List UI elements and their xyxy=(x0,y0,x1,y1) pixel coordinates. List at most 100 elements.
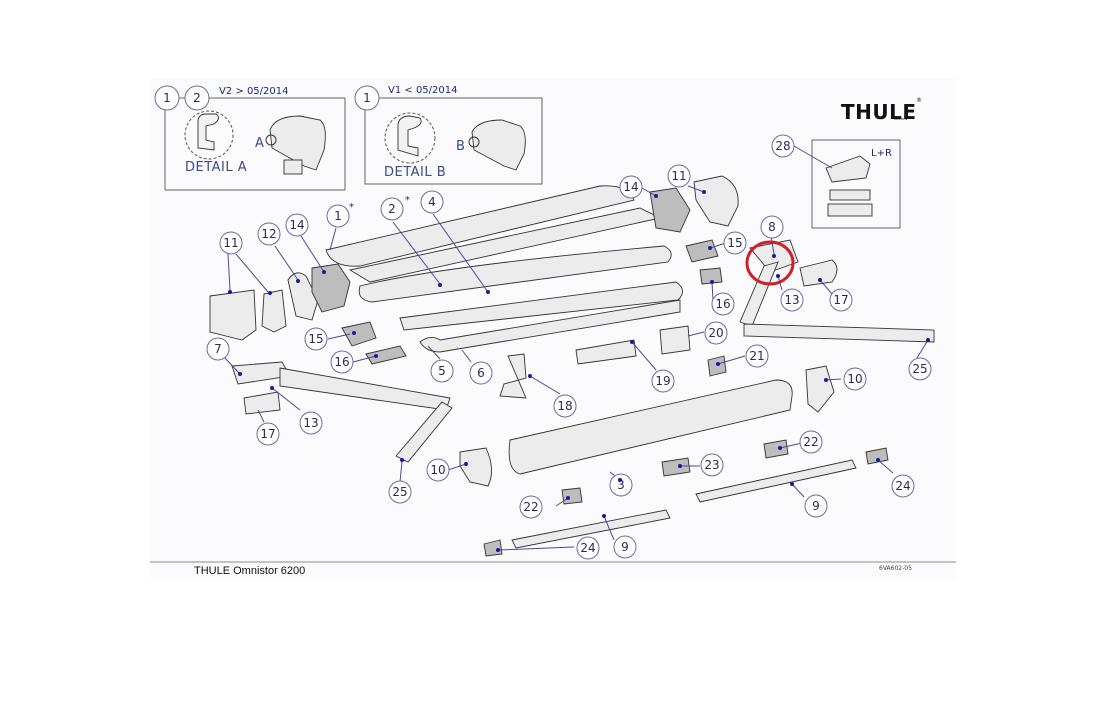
svg-text:3: 3 xyxy=(617,478,625,492)
part-10-endcap-right xyxy=(805,365,835,413)
svg-text:14: 14 xyxy=(289,218,304,232)
callout-19: 19 xyxy=(651,369,675,393)
part-1-profile xyxy=(325,185,635,267)
callout-4: 4 xyxy=(420,190,444,214)
svg-text:17: 17 xyxy=(833,293,848,307)
callout-6: 6 xyxy=(469,361,493,385)
leader-lines xyxy=(224,145,929,551)
callout-11-right: 11 xyxy=(667,164,691,188)
part-left-upper-arm xyxy=(279,367,451,411)
svg-text:13: 13 xyxy=(303,416,318,430)
part-right-upper-arm xyxy=(739,261,779,327)
part-19-rail xyxy=(575,339,637,365)
part-23-clip xyxy=(661,457,691,477)
callout-24-left: 24 xyxy=(576,536,600,560)
part-17-cover-right xyxy=(799,259,838,287)
callout-11-left: 11 xyxy=(219,231,243,255)
asterisk-1: * xyxy=(349,202,354,213)
kit-28-block-2 xyxy=(827,203,873,217)
part-24-clip-right xyxy=(865,447,889,465)
detail-a-endcap-drawing xyxy=(269,115,326,171)
callout-17-right: 17 xyxy=(829,288,853,312)
callout-18: 18 xyxy=(553,394,577,418)
highlight-ring xyxy=(745,240,795,286)
part-20-block xyxy=(659,325,691,355)
part-14-mechanism-left xyxy=(311,263,351,313)
callout-28: 28 xyxy=(771,134,795,158)
detail-b-label: DETAIL B xyxy=(384,165,446,180)
footer-title: THULE Omnistor 6200 xyxy=(194,565,306,577)
svg-text:28: 28 xyxy=(775,139,790,153)
footer-code: 6VA602-05 xyxy=(879,565,912,572)
svg-text:9: 9 xyxy=(621,540,629,554)
svg-text:10: 10 xyxy=(430,463,445,477)
part-6-roller-tube xyxy=(419,299,681,353)
callout-2: 2 xyxy=(380,197,404,221)
svg-text:11: 11 xyxy=(223,236,238,250)
detail-a-label: DETAIL A xyxy=(185,160,247,175)
callout-labels: 1 2 4 * * 11 12 14 15 16 7 13 17 5 6 18 … xyxy=(206,134,932,560)
part-22-clip-left xyxy=(561,487,583,505)
svg-text:13: 13 xyxy=(784,293,799,307)
part-11-endcap-right xyxy=(693,175,739,227)
kit-28-panel: L+R xyxy=(811,139,901,229)
callout-8: 8 xyxy=(760,215,784,239)
kit-28-block-1 xyxy=(829,189,871,201)
svg-text:21: 21 xyxy=(749,349,764,363)
callout-13-left: 13 xyxy=(299,411,323,435)
callout-17-left: 17 xyxy=(256,422,280,446)
callout-15-right: 15 xyxy=(723,231,747,255)
svg-text:15: 15 xyxy=(727,236,742,250)
callout-21: 21 xyxy=(745,344,769,368)
part-4-fabric xyxy=(358,245,672,303)
svg-text:24: 24 xyxy=(895,479,910,493)
callout-24-right: 24 xyxy=(891,474,915,498)
detail-a-version: V2 > 05/2014 xyxy=(219,86,288,97)
callout-22-right: 22 xyxy=(799,430,823,454)
callout-16-right: 16 xyxy=(711,292,735,316)
detail-b-marker-ring xyxy=(468,136,480,148)
callout-3: 3 xyxy=(609,473,633,497)
callout-15-left: 15 xyxy=(304,327,328,351)
callout-13-right: 13 xyxy=(780,288,804,312)
svg-text:25: 25 xyxy=(912,362,927,376)
part-24-clip-left xyxy=(483,539,503,557)
svg-text:1: 1 xyxy=(363,91,371,105)
svg-text:18: 18 xyxy=(557,399,572,413)
part-10-endcap-left xyxy=(459,447,492,487)
svg-text:6: 6 xyxy=(477,366,485,380)
detail-a-profile-drawing xyxy=(197,113,219,151)
svg-text:10: 10 xyxy=(847,372,862,386)
callout-5: 5 xyxy=(430,359,454,383)
part-18-bracket xyxy=(499,353,527,399)
part-17-cover-left xyxy=(243,391,281,415)
part-9-rail-left xyxy=(511,509,671,549)
part-11-endcap-left-b xyxy=(261,289,287,333)
part-21-clip xyxy=(707,355,727,377)
svg-text:20: 20 xyxy=(708,326,723,340)
thule-logo: THULE xyxy=(841,100,917,124)
detail-a-block-drawing xyxy=(283,159,303,175)
callout-1: 1 xyxy=(326,204,350,228)
callout-12: 12 xyxy=(257,222,281,246)
detail-a-marker-ring xyxy=(265,134,277,146)
detail-a-zoom-circle xyxy=(184,110,234,160)
detail-b-profile-drawing xyxy=(397,115,422,157)
svg-text:17: 17 xyxy=(260,427,275,441)
detail-b-panel: 1 V1 < 05/2014 DETAIL B B xyxy=(354,85,543,185)
svg-text:22: 22 xyxy=(803,435,818,449)
svg-text:12: 12 xyxy=(261,227,276,241)
svg-text:15: 15 xyxy=(308,332,323,346)
asterisk-2: * xyxy=(405,195,410,206)
svg-text:1: 1 xyxy=(334,209,342,223)
svg-text:1: 1 xyxy=(163,91,171,105)
svg-text:4: 4 xyxy=(428,195,436,209)
callout-10-right: 10 xyxy=(843,367,867,391)
svg-text:7: 7 xyxy=(214,342,222,356)
thule-logo-reg: ® xyxy=(916,97,922,104)
svg-text:16: 16 xyxy=(334,355,349,369)
svg-text:16: 16 xyxy=(715,297,730,311)
detail-b-badge-1: 1 xyxy=(354,85,380,111)
kit-28-bracket-drawing xyxy=(825,155,871,183)
detail-a-panel: 1 2 V2 > 05/2014 DETAIL A A xyxy=(154,85,346,191)
